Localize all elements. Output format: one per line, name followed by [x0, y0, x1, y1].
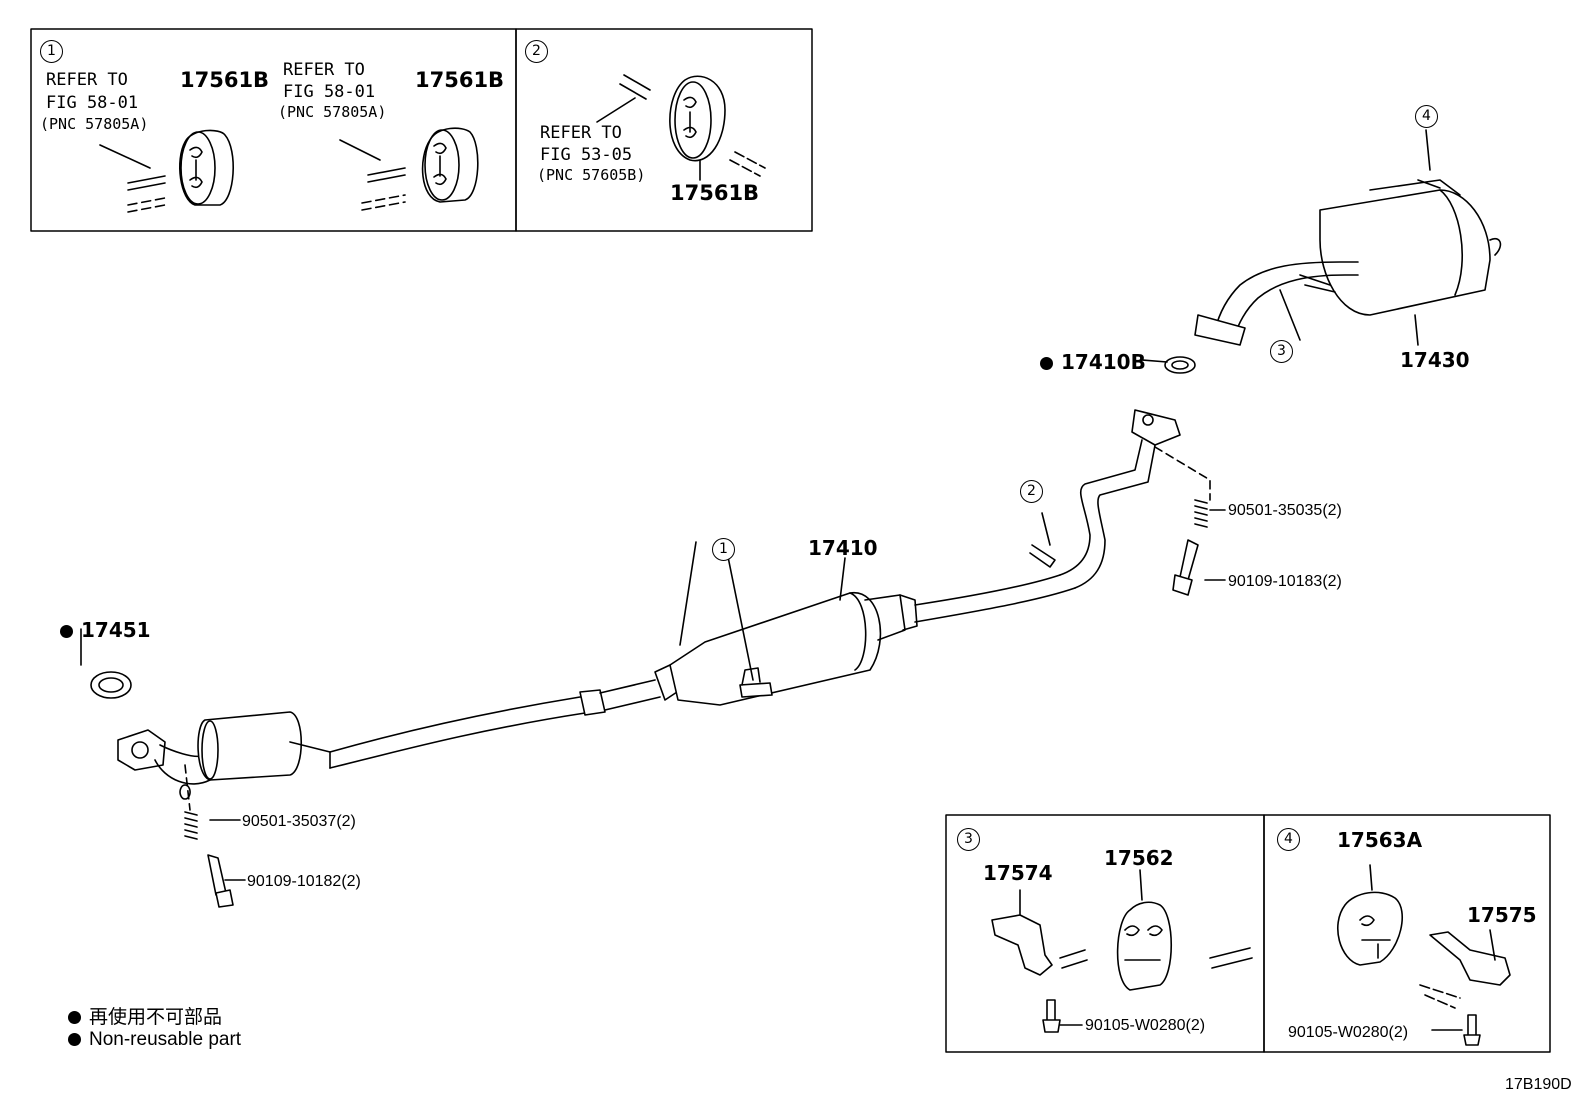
non-reusable-dot-icon: [60, 625, 73, 638]
rubber-hanger-icon: [1116, 869, 1253, 991]
front-spring-part-number: 90501-35037(2): [242, 813, 356, 830]
refer-to-label: REFER TO: [46, 70, 128, 90]
inset-box-4: [1263, 814, 1551, 1053]
legend-english: Non-reusable part: [68, 1029, 241, 1051]
figure-reference: FIG 58-01: [46, 93, 139, 113]
rubber-hanger-icon: [596, 74, 766, 181]
muffler-part-number: 17430: [1400, 348, 1470, 372]
figure-reference: FIG 53-05: [540, 145, 633, 165]
rubber-hanger-icon: [1337, 864, 1403, 966]
pnc-reference: (PNC 57805A): [40, 115, 149, 133]
rear-gasket-icon: [1164, 356, 1196, 374]
front-spring-icon: [184, 811, 198, 840]
non-reusable-dot-icon: [1040, 357, 1053, 370]
front-gasket-part-number: 17451: [60, 620, 151, 640]
rear-spring-part-number: 90501-35035(2): [1228, 502, 1342, 519]
bracket-icon: [1419, 929, 1511, 1009]
refer-to-label: REFER TO: [283, 60, 365, 80]
hanger-part-number: 17563A: [1337, 828, 1423, 852]
rear-bolt-icon: [1172, 539, 1199, 596]
front-gasket-part-label: 17451: [81, 618, 151, 642]
callout-circle-1: 1: [40, 40, 63, 63]
pnc-reference: (PNC 57805A): [278, 103, 387, 121]
legend-english-text: Non-reusable part: [89, 1029, 242, 1050]
callout-circle-2: 2: [1020, 480, 1043, 503]
inset-box-2: [515, 28, 813, 232]
callout-circle-4: 4: [1415, 105, 1438, 128]
part-number-label: 17561B: [670, 181, 760, 205]
rubber-hanger-icon: [339, 127, 479, 211]
muffler-icon: [1194, 179, 1502, 346]
callout-circle-3: 3: [957, 828, 980, 851]
figure-code: 17B190D: [1505, 1076, 1572, 1093]
front-gasket-icon: [80, 628, 132, 699]
callout-circle-2: 2: [525, 40, 548, 63]
bracket-part-number: 17574: [983, 861, 1053, 885]
main-exhaust-pipe-icon: [329, 409, 1181, 769]
hanger-part-number: 17562: [1104, 846, 1174, 870]
bolt-part-number: 90105-W0280(2): [1288, 1024, 1409, 1041]
pipe-part-number: 17410: [808, 536, 878, 560]
part-number-label: 17561B: [415, 68, 505, 92]
non-reusable-dot-icon: [68, 1011, 81, 1024]
front-catalytic-converter-icon: [117, 711, 331, 800]
pnc-reference: (PNC 57605B): [537, 166, 646, 184]
bracket-part-number: 17575: [1467, 903, 1537, 927]
rear-gasket-part-number: 17410B: [1040, 352, 1146, 372]
rear-bolt-part-number: 90109-10183(2): [1228, 573, 1342, 590]
rear-gasket-part-label: 17410B: [1061, 350, 1146, 374]
bolt-part-number: 90105-W0280(2): [1085, 1017, 1206, 1034]
bolt-icon: [1463, 1014, 1481, 1046]
callout-circle-4: 4: [1277, 828, 1300, 851]
legend-japanese: 再使用不可部品: [68, 1002, 222, 1029]
rear-spring-icon: [1194, 499, 1208, 528]
callout-circle-3: 3: [1270, 340, 1293, 363]
callout-circle-1: 1: [712, 538, 735, 561]
front-bolt-part-number: 90109-10182(2): [247, 873, 361, 890]
bracket-icon: [991, 889, 1088, 976]
front-bolt-icon: [207, 854, 234, 908]
refer-to-label: REFER TO: [540, 123, 622, 143]
figure-reference: FIG 58-01: [283, 82, 376, 102]
bolt-icon: [1042, 999, 1061, 1033]
legend-japanese-text: 再使用不可部品: [89, 1007, 223, 1028]
part-number-label: 17561B: [180, 68, 270, 92]
rubber-hanger-icon: [99, 129, 234, 213]
non-reusable-dot-icon: [68, 1033, 81, 1046]
